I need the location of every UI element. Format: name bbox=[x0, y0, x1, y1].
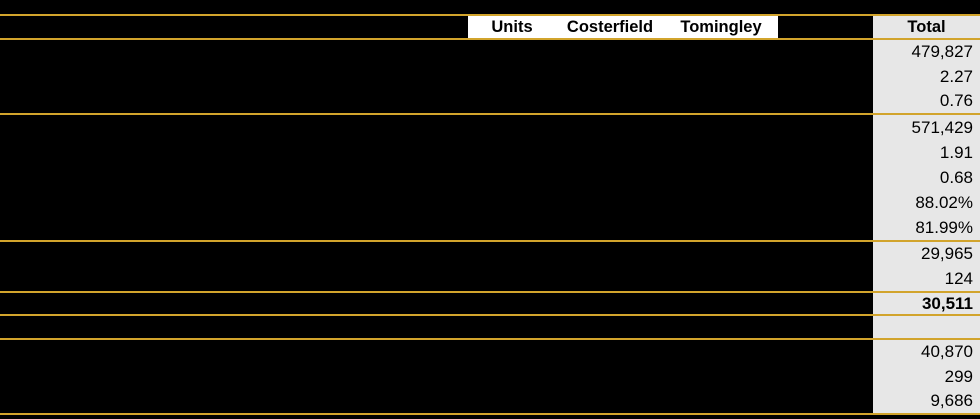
total-cell: 0.68 bbox=[873, 165, 980, 190]
total-cell: 0.76 bbox=[873, 89, 980, 113]
redacted-region bbox=[0, 190, 873, 215]
total-cell: 479,827 bbox=[873, 40, 980, 64]
total-cell: 29,965 bbox=[873, 242, 980, 266]
redacted-region bbox=[0, 64, 873, 89]
header-units: Units bbox=[491, 18, 533, 36]
redacted-region bbox=[0, 215, 873, 240]
table-row: 9,686 bbox=[0, 389, 980, 413]
table-row: 571,429 bbox=[0, 115, 980, 140]
redacted-region bbox=[0, 89, 873, 113]
total-cell: 299 bbox=[873, 364, 980, 389]
total-cell: 30,511 bbox=[873, 293, 980, 314]
gold-divider bbox=[0, 14, 980, 16]
table-row: 1.91 bbox=[0, 140, 980, 165]
redacted-region bbox=[0, 140, 873, 165]
total-cell: 9,686 bbox=[873, 389, 980, 413]
bottom-black-strip bbox=[0, 415, 980, 419]
redacted-region bbox=[0, 40, 873, 64]
gold-divider bbox=[0, 314, 980, 316]
redacted-region bbox=[0, 389, 873, 413]
table-row: 40,870 bbox=[0, 340, 980, 364]
gold-divider bbox=[0, 338, 980, 340]
gold-divider bbox=[0, 240, 980, 242]
table-row: 88.02% bbox=[0, 190, 980, 215]
total-cell bbox=[873, 316, 980, 338]
table-row: 0.76 bbox=[0, 89, 980, 113]
table-row: 29,965 bbox=[0, 242, 980, 266]
table-row: 124 bbox=[0, 266, 980, 291]
gold-divider bbox=[0, 38, 980, 40]
table-row: 299 bbox=[0, 364, 980, 389]
gold-divider bbox=[0, 413, 980, 415]
redacted-region bbox=[0, 165, 873, 190]
header-band: Units Costerfield Tomingley bbox=[468, 16, 778, 38]
total-cell: 124 bbox=[873, 266, 980, 291]
total-cell: 571,429 bbox=[873, 115, 980, 140]
redacted-region bbox=[0, 242, 873, 266]
total-cell: 88.02% bbox=[873, 190, 980, 215]
total-cell: 1.91 bbox=[873, 140, 980, 165]
gold-divider bbox=[0, 113, 980, 115]
redacted-region bbox=[0, 340, 873, 364]
redacted-region bbox=[0, 115, 873, 140]
table-row: 2.27 bbox=[0, 64, 980, 89]
total-cell: 40,870 bbox=[873, 340, 980, 364]
table-row bbox=[0, 316, 980, 338]
table-total-row: 30,511 bbox=[0, 293, 980, 314]
redacted-region bbox=[0, 293, 873, 314]
total-cell: 81.99% bbox=[873, 215, 980, 240]
header-costerfield: Costerfield bbox=[566, 18, 654, 36]
header-total: Total bbox=[873, 16, 980, 38]
total-cell: 2.27 bbox=[873, 64, 980, 89]
table-row: 81.99% bbox=[0, 215, 980, 240]
top-black-strip bbox=[0, 0, 980, 14]
table-row: 479,827 bbox=[0, 40, 980, 64]
redacted-region bbox=[0, 266, 873, 291]
gold-divider bbox=[0, 291, 980, 293]
redacted-region bbox=[0, 316, 873, 338]
table-header-row: Units Costerfield Tomingley Total bbox=[0, 16, 980, 38]
header-tomingley: Tomingley bbox=[680, 18, 762, 36]
redacted-region bbox=[0, 364, 873, 389]
table-row: 0.68 bbox=[0, 165, 980, 190]
